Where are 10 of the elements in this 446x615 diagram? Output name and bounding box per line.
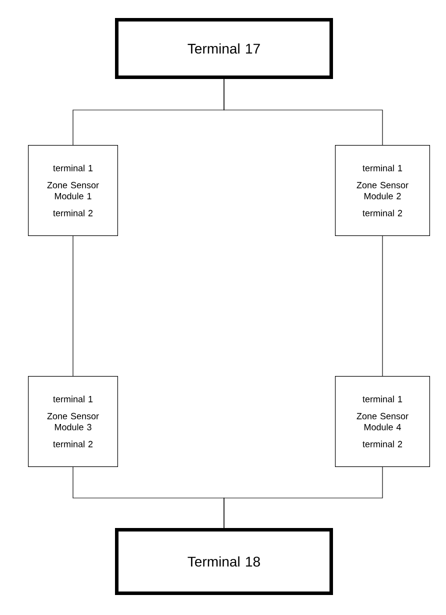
connector-line (224, 466, 383, 528)
terminal-box: Terminal 18 (115, 528, 333, 595)
terminal-box: Terminal 17 (115, 18, 333, 79)
module-box: terminal 1 Zone Sensor Module 4 terminal 2 (335, 376, 430, 467)
module-box: terminal 1 Zone Sensor Module 3 terminal 2 (28, 376, 118, 467)
connector-line (224, 78, 383, 146)
connector-line (382, 236, 383, 376)
connector-line (72, 236, 74, 376)
module-box: terminal 1 Zone Sensor Module 2 terminal 2 (335, 145, 430, 236)
module-box: terminal 1 Zone Sensor Module 1 terminal 2 (28, 145, 118, 236)
